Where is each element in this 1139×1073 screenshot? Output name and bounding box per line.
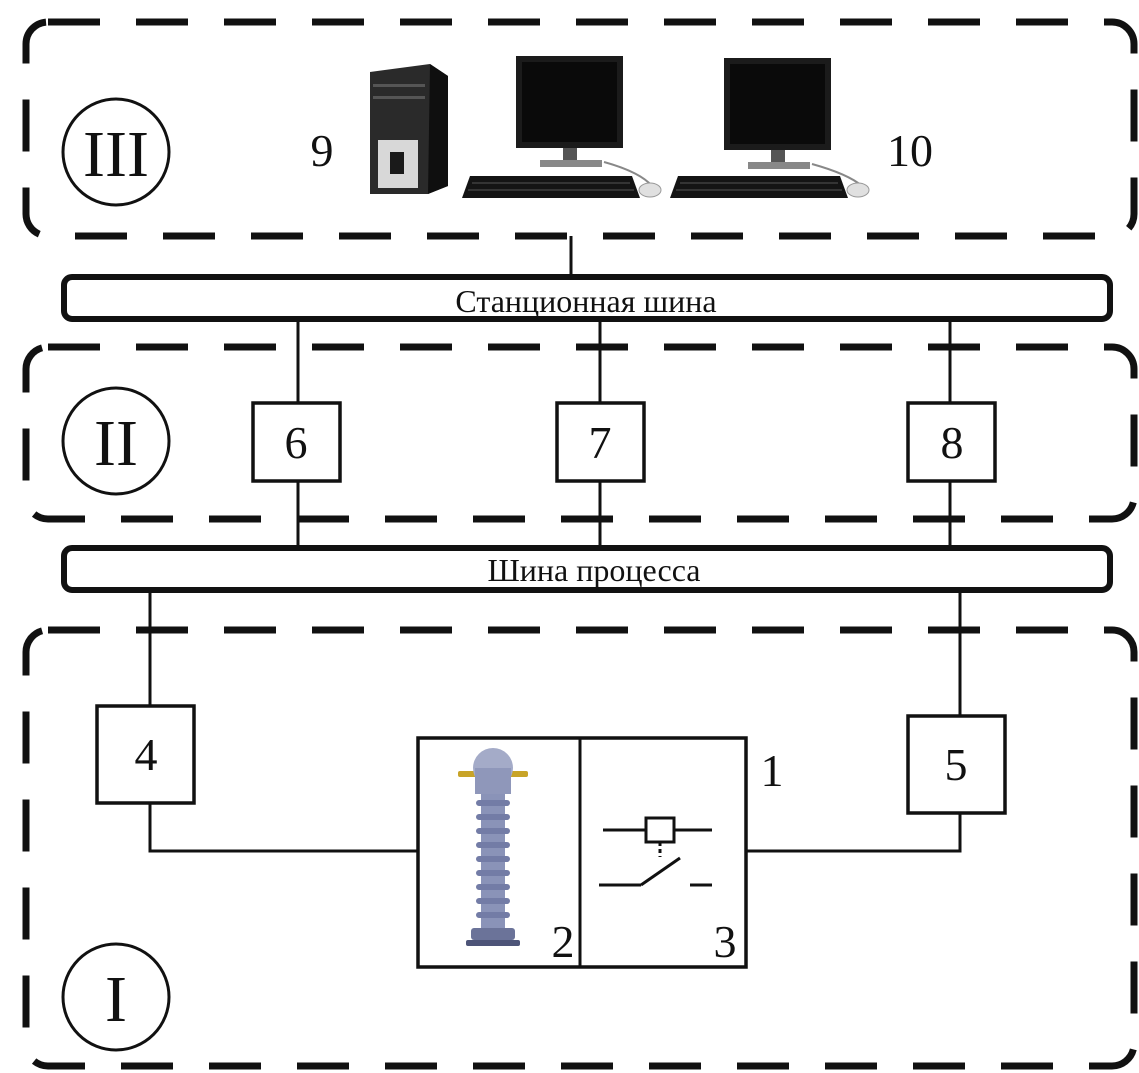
- server-number: 9: [311, 125, 334, 176]
- primary-equipment: 1 2: [416, 736, 784, 969]
- workstation-a: [462, 56, 662, 198]
- ied8-number: 8: [941, 417, 964, 468]
- ied7-box: [555, 401, 646, 483]
- zone-station-level: III 9: [22, 18, 1138, 240]
- zone-2-label: II: [94, 407, 138, 480]
- zone-2-frame: [22, 343, 1138, 523]
- ied6-box: [251, 401, 342, 483]
- instrument-transformer-icon: [458, 748, 528, 946]
- ied8-box: [906, 401, 997, 483]
- workstation-b: [670, 58, 870, 198]
- zone-2-label-ring: [61, 386, 171, 496]
- merging-unit-4-box: [95, 704, 196, 805]
- monitor-icon: [724, 58, 863, 187]
- mouse-icon: [846, 182, 870, 198]
- merging-unit-4-number: 4: [135, 729, 158, 780]
- primary-equipment-number: 1: [761, 745, 784, 796]
- keyboard-icon: [462, 176, 640, 198]
- ied6-number: 6: [285, 417, 308, 468]
- zone-1-label: I: [105, 963, 127, 1036]
- current-transformer-number: 2: [552, 916, 575, 967]
- zone-process-level: I 4 5 1: [22, 590, 1138, 1070]
- process-bus-label: Шина процесса: [488, 552, 701, 588]
- relay-contact-icon: [599, 816, 712, 887]
- monitor-icon: [516, 56, 653, 187]
- link-mu5-equipment: [746, 813, 962, 853]
- zone-3-label-ring: [61, 97, 171, 207]
- breaker-symbol-number: 3: [714, 916, 737, 967]
- station-bus: [61, 274, 1113, 322]
- mouse-icon: [638, 182, 662, 198]
- station-bus-label: Станционная шина: [455, 283, 716, 319]
- zone-bay-level: II 6 7 8: [22, 319, 1138, 548]
- zone-3-label: III: [83, 118, 149, 191]
- keyboard-icon: [670, 176, 848, 198]
- zone-3-frame: [22, 18, 1138, 240]
- merging-unit-5-box: [906, 714, 1007, 815]
- link-mu4-equipment: [148, 803, 418, 853]
- merging-unit-5-number: 5: [945, 739, 968, 790]
- zone-1-label-ring: [61, 942, 171, 1052]
- workstations-number: 10: [887, 125, 933, 176]
- ied7-number: 7: [589, 417, 612, 468]
- process-bus: [61, 545, 1113, 593]
- zone-1-frame: [22, 626, 1138, 1070]
- computer-tower-icon: [370, 64, 448, 194]
